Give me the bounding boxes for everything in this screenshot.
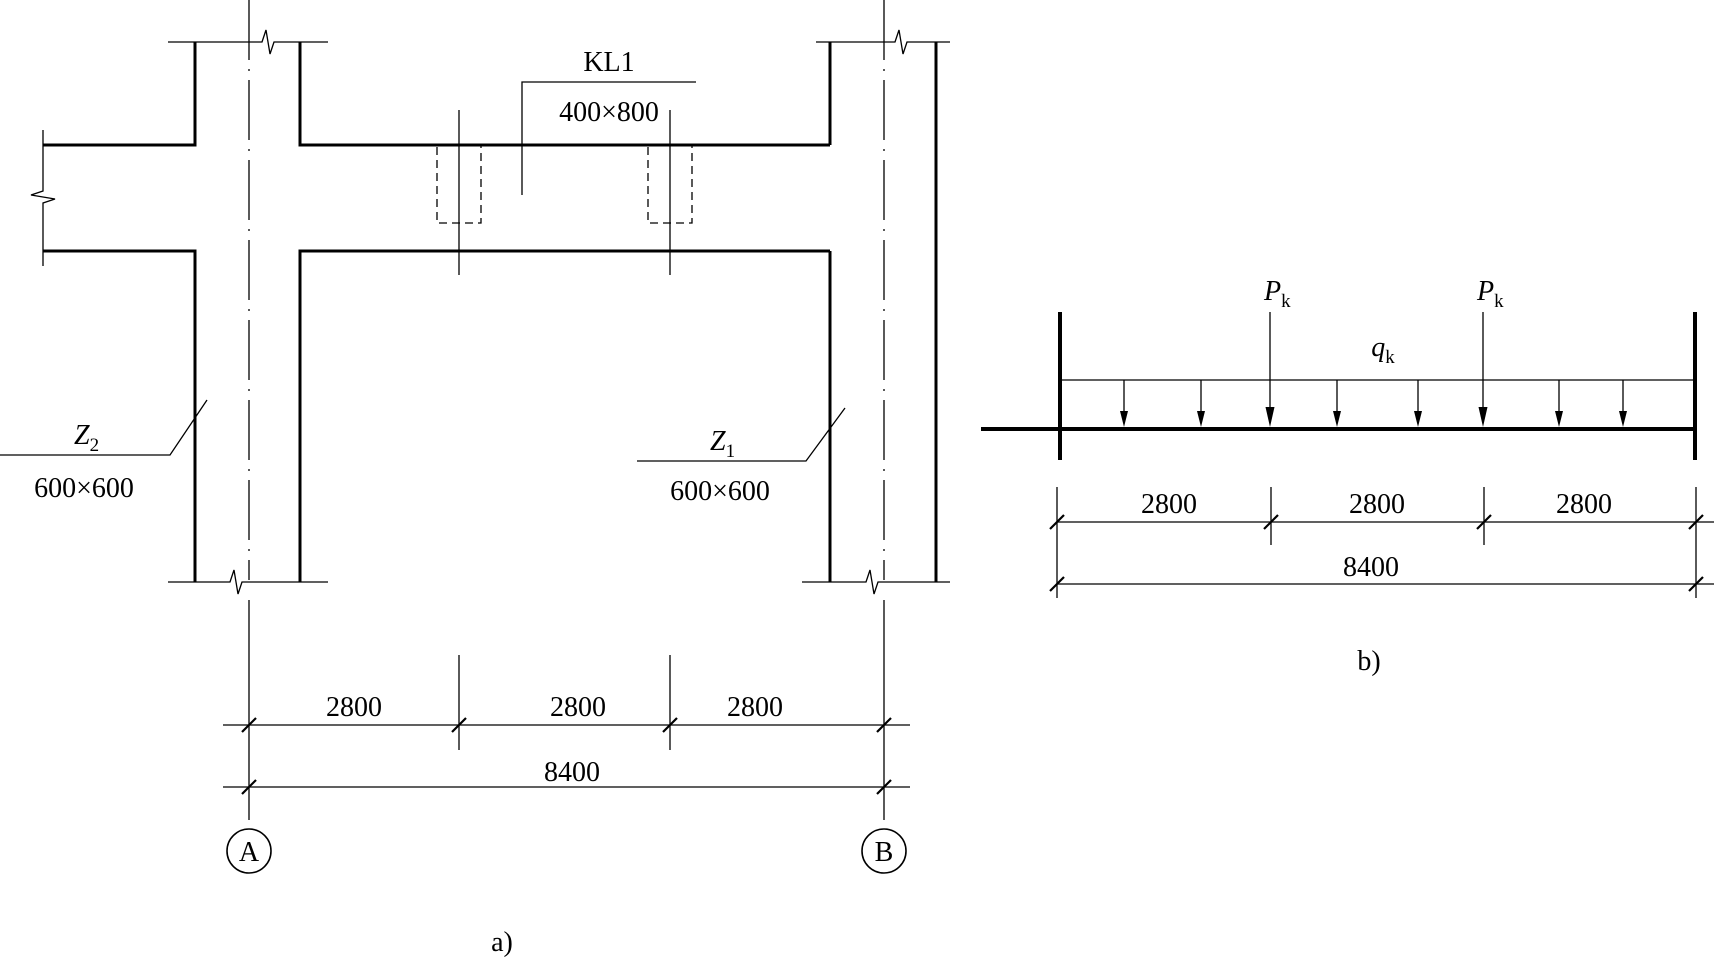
beam-label: KL1 [583, 47, 634, 78]
point-load-1-subscript: k [1281, 291, 1291, 312]
column-z1-outline [828, 42, 938, 582]
distributed-load-subscript: k [1385, 347, 1395, 368]
break-lines [30, 29, 950, 595]
column-z2-callout: Z2 600×600 [0, 399, 208, 504]
svg-text:Pk: Pk [1263, 276, 1291, 312]
svg-text:Z2: Z2 [74, 420, 99, 456]
svg-text:Pk: Pk [1476, 276, 1504, 312]
distributed-load-arrows [1120, 380, 1627, 427]
axis-lines [248, 0, 885, 820]
svg-text:Z1: Z1 [710, 426, 735, 462]
calculation-model: qk Pk Pk 2800 2800 2800 8400 b) [981, 276, 1714, 677]
point-loads [1265, 312, 1488, 427]
axis-bubble-b: B [861, 828, 907, 874]
axis-bubble-a: A [226, 828, 272, 874]
caption-b: b) [1357, 646, 1380, 677]
column-z2-size: 600×600 [34, 473, 134, 504]
distributed-load-arrow [1197, 380, 1205, 427]
secondary-beams [436, 110, 693, 275]
beam-size: 400×800 [559, 97, 659, 128]
axis-b-label: B [875, 837, 894, 868]
caption-a: a) [491, 927, 513, 958]
plan-view: KL1 400×800 Z2 600×600 Z1 600×600 [0, 0, 950, 958]
point-load-arrow [1265, 312, 1275, 427]
beam-line [981, 312, 1697, 460]
column-z2-label: Z [74, 420, 90, 451]
model-dim-2: 2800 [1349, 489, 1405, 520]
beam-kl1-callout: KL1 400×800 [521, 47, 696, 195]
distributed-load-arrow [1333, 380, 1341, 427]
column-z1-callout: Z1 600×600 [637, 407, 846, 507]
column-z1-label: Z [710, 426, 726, 457]
distributed-load-label: q [1371, 332, 1385, 363]
distributed-load-arrow [1414, 380, 1422, 427]
point-load-1-label: P [1263, 276, 1281, 307]
model-total-dim: 8400 [1343, 552, 1399, 583]
column-z1-subscript: 1 [726, 441, 736, 462]
model-dim-1: 2800 [1141, 489, 1197, 520]
plan-total-dim: 8400 [544, 757, 600, 788]
svg-text:qk: qk [1371, 332, 1395, 368]
distributed-load-arrow [1555, 380, 1563, 427]
plan-dim-2: 2800 [550, 692, 606, 723]
plan-dim-1: 2800 [326, 692, 382, 723]
axis-a-label: A [239, 837, 260, 868]
column-z2-subscript: 2 [90, 435, 100, 456]
point-load-2-subscript: k [1494, 291, 1504, 312]
distributed-load-arrow [1120, 380, 1128, 427]
model-dimensions [1049, 487, 1714, 598]
column-z1-size: 600×600 [670, 476, 770, 507]
plan-dim-3: 2800 [727, 692, 783, 723]
point-load-2-label: P [1476, 276, 1494, 307]
distributed-load-arrow [1619, 380, 1627, 427]
model-dim-3: 2800 [1556, 489, 1612, 520]
point-load-arrow [1478, 312, 1488, 427]
plan-dimensions [223, 655, 910, 795]
